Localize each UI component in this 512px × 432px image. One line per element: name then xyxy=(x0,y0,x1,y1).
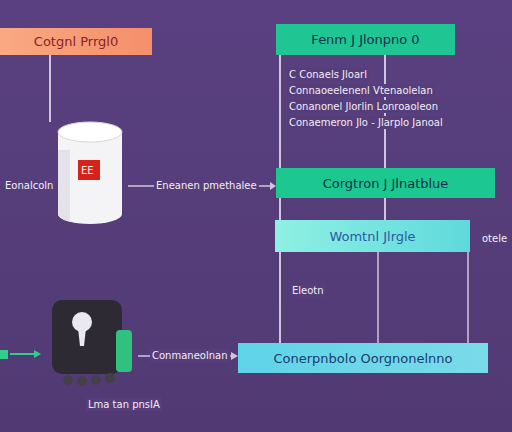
box-label: Corgtron J Jlnatblue xyxy=(323,176,449,191)
process-box: Fenm J Jlonpno 0 xyxy=(276,24,455,55)
note-label: EE xyxy=(79,164,96,177)
process-box: Cotgnl Prrgl0 xyxy=(0,28,152,55)
note-label: Eneanen pmethalee xyxy=(154,179,259,192)
device-icon xyxy=(52,300,132,386)
process-box: Corgtron J Jlnatblue xyxy=(276,168,495,198)
box-label: Conerpnbolo Oorgnonelnno xyxy=(273,351,452,366)
note-label: Conaemeron Jlo - Jlarplo Janoal xyxy=(287,116,445,129)
leader-line xyxy=(467,252,469,343)
note-label: Connaoeelenenl Vtenaolelan xyxy=(287,84,435,97)
process-box: Womtnl Jlrgle xyxy=(275,220,470,252)
note-label: Conanonel Jlorlin Lonroaoleon xyxy=(287,100,440,113)
process-box: Conerpnbolo Oorgnonelnno xyxy=(238,343,488,373)
leader-line xyxy=(377,252,379,343)
note-label: otele xyxy=(480,232,509,245)
note-label: Eonalcoln xyxy=(3,179,55,192)
box-label: Womtnl Jlrgle xyxy=(329,229,415,244)
box-label: Fenm J Jlonpno 0 xyxy=(311,32,419,47)
database-icon xyxy=(58,122,122,224)
connector xyxy=(384,198,386,220)
box-label: Cotgnl Prrgl0 xyxy=(34,34,118,49)
signal-arrows xyxy=(0,350,41,359)
arrowhead xyxy=(231,352,238,360)
note-label: Lma tan pnsIA xyxy=(86,398,162,411)
note-label: Conmaneolnan xyxy=(150,349,230,362)
connector xyxy=(279,55,281,343)
note-label: C Conaels Jloarl xyxy=(287,68,369,81)
note-label: Eleotn xyxy=(290,284,326,297)
leader-line xyxy=(49,55,51,122)
